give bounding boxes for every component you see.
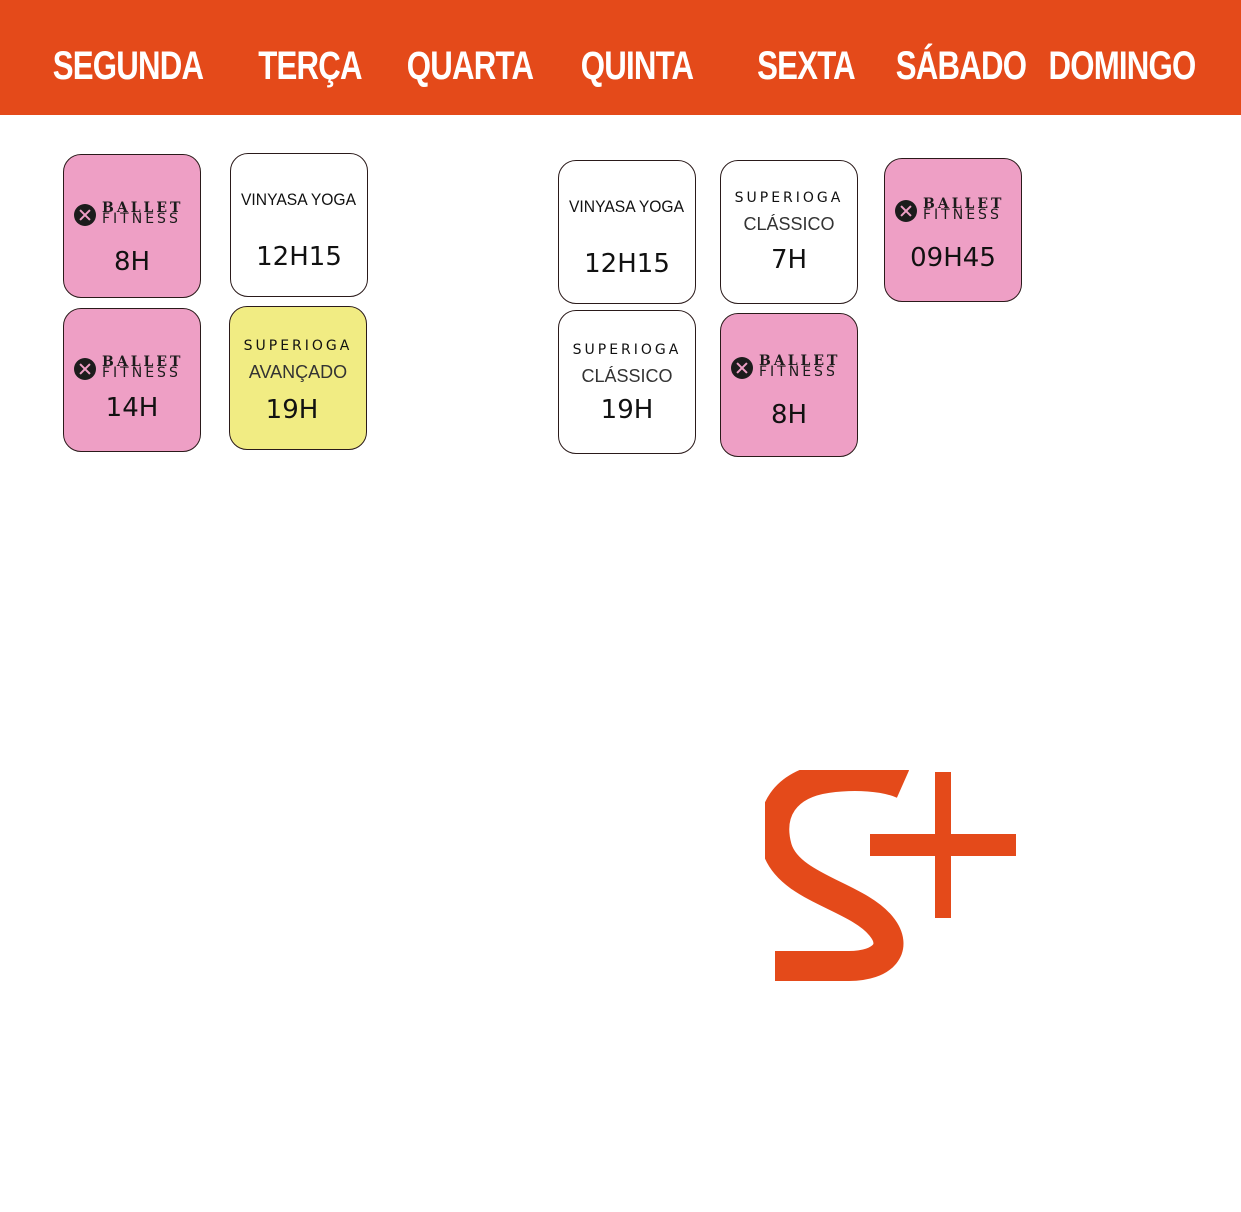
class-card-terca-vinyasa[interactable]: VINYASA YOGA 12H15 (230, 153, 368, 297)
class-card-segunda-ballet-14h[interactable]: BALLET FITNESS 14H (63, 308, 201, 452)
dancer-icon (895, 200, 917, 222)
class-time: 7H (770, 245, 808, 275)
class-name: VINYASA YOGA (569, 197, 685, 216)
class-time: 14H (105, 393, 159, 423)
dancer-icon (731, 357, 753, 379)
class-card-terca-superioga-avancado[interactable]: SUPERIOGA AVANÇADO 19H (229, 306, 367, 450)
class-card-sexta-superioga-classico[interactable]: SUPERIOGA CLÁSSICO 7H (720, 160, 858, 304)
day-quarta: QUARTA (406, 44, 534, 88)
class-time: 19H (600, 395, 654, 425)
class-card-sexta-ballet-8h[interactable]: BALLET FITNESS 8H (720, 313, 858, 457)
class-time: 8H (113, 247, 151, 277)
class-level: CLÁSSICO (743, 214, 835, 234)
day-quinta: QUINTA (580, 44, 694, 88)
ballet-fitness-logo: BALLET FITNESS (74, 200, 192, 227)
ballet-fitness-logo: BALLET FITNESS (895, 196, 1013, 223)
day-sabado: SÁBADO (895, 44, 1027, 88)
class-name: VINYASA YOGA (241, 190, 357, 209)
ballet-fitness-logo: BALLET FITNESS (731, 353, 849, 380)
ballet-fitness-logo: BALLET FITNESS (74, 354, 192, 381)
day-domingo: DOMINGO (1048, 44, 1196, 88)
class-level: CLÁSSICO (581, 366, 673, 386)
class-time: 12H15 (584, 249, 670, 279)
dancer-icon (74, 204, 96, 226)
class-level: AVANÇADO (248, 362, 348, 382)
class-name: SUPERIOGA (572, 342, 682, 358)
class-time: 19H (265, 395, 319, 425)
class-card-quinta-superioga-classico[interactable]: SUPERIOGA CLÁSSICO 19H (558, 310, 696, 454)
day-terca: TERÇA (258, 44, 362, 88)
class-name: SUPERIOGA (243, 338, 353, 354)
class-time: 09H45 (910, 243, 996, 273)
dancer-icon (74, 358, 96, 380)
class-time: 12H15 (256, 242, 342, 272)
day-sexta: SEXTA (757, 44, 856, 88)
class-card-sabado-ballet-0945[interactable]: BALLET FITNESS 09H45 (884, 158, 1022, 302)
class-card-segunda-ballet-8h[interactable]: BALLET FITNESS 8H (63, 154, 201, 298)
class-time: 8H (770, 400, 808, 430)
class-name: SUPERIOGA (734, 190, 844, 206)
brand-logo-icon (765, 770, 1016, 981)
class-card-quinta-vinyasa[interactable]: VINYASA YOGA 12H15 (558, 160, 696, 304)
weekday-header: SEGUNDA TERÇA QUARTA QUINTA SEXTA SÁBADO… (0, 0, 1241, 115)
day-segunda: SEGUNDA (52, 44, 204, 88)
